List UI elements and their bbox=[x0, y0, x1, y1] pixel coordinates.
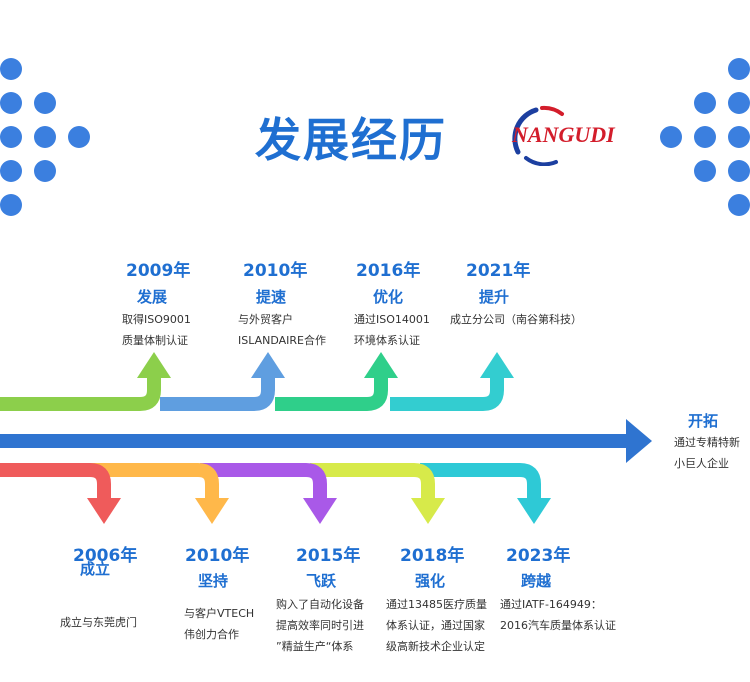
event-description: 成立与东莞虎门 bbox=[60, 616, 137, 629]
bottom-branch-2018 bbox=[310, 463, 435, 500]
bottom-branch-2006 bbox=[0, 463, 111, 500]
top-arrow-2016 bbox=[364, 352, 398, 378]
event-title: 优化 bbox=[373, 288, 404, 306]
event-title: 坚持 bbox=[198, 572, 229, 590]
event-year: 2009年 bbox=[126, 261, 191, 281]
bottom-arrow-2018 bbox=[411, 498, 445, 524]
top-arrow-2021 bbox=[480, 352, 514, 378]
main-milestone-description: 通过专精特新小巨人企业 bbox=[674, 436, 740, 470]
top-branch-2009 bbox=[0, 376, 161, 411]
event-description: 通过13485医疗质量体系认证，通过国家级高新技术企业认定 bbox=[386, 598, 487, 653]
event-title: 飞跃 bbox=[306, 572, 337, 590]
event-year: 2016年 bbox=[356, 261, 421, 281]
event-year: 2010年 bbox=[243, 261, 308, 281]
main-milestone-title: 开拓 bbox=[688, 412, 719, 430]
bottom-branch-2010 bbox=[90, 463, 219, 500]
event-description: 成立分公司（南谷第科技） bbox=[450, 313, 582, 326]
top-arrow-2010 bbox=[251, 352, 285, 378]
event-title: 发展 bbox=[137, 288, 168, 306]
event-title: 提速 bbox=[256, 288, 287, 306]
event-year: 2023年 bbox=[506, 546, 571, 566]
bottom-arrow-2023 bbox=[517, 498, 551, 524]
top-arrow-2009 bbox=[137, 352, 171, 378]
event-year: 2006年 bbox=[73, 546, 138, 566]
event-description: 通过IATF-164949：2016汽车质量体系认证 bbox=[500, 598, 616, 632]
top-branch-2016 bbox=[275, 376, 388, 411]
main-arrow-shaft bbox=[0, 434, 630, 448]
event-year: 2021年 bbox=[466, 261, 531, 281]
bottom-branch-2023 bbox=[420, 463, 541, 500]
top-branch-2010 bbox=[160, 376, 275, 411]
bottom-arrow-2015 bbox=[303, 498, 337, 524]
event-description: 购入了自动化设备提高效率同时引进”精益生产“体系 bbox=[276, 598, 364, 653]
top-branch-2021 bbox=[390, 376, 504, 411]
bottom-arrow-2010 bbox=[195, 498, 229, 524]
event-title: 提升 bbox=[479, 288, 510, 306]
event-year: 2018年 bbox=[400, 546, 465, 566]
event-title: 跨越 bbox=[521, 572, 552, 590]
bottom-arrow-2006 bbox=[87, 498, 121, 524]
event-year: 2010年 bbox=[185, 546, 250, 566]
event-year: 2015年 bbox=[296, 546, 361, 566]
bottom-branch-2015 bbox=[200, 463, 327, 500]
page-title: 发展经历 bbox=[255, 113, 447, 167]
main-arrow-head bbox=[626, 419, 652, 463]
event-title: 强化 bbox=[415, 572, 446, 590]
company-logo bbox=[512, 105, 564, 166]
event-title: 成立 bbox=[80, 560, 111, 578]
logo-wordmark: NANGUDI bbox=[512, 122, 615, 147]
